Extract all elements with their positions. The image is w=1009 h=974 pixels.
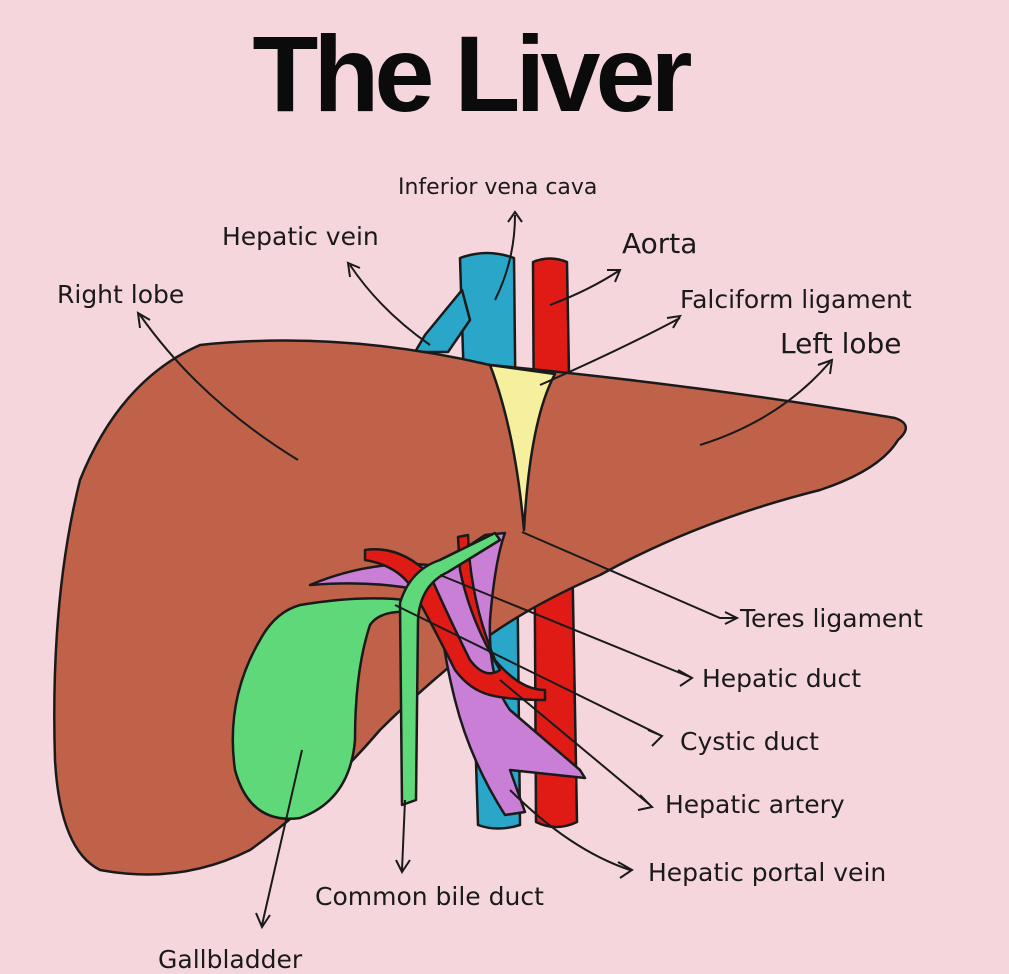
label-aorta: Aorta	[622, 227, 698, 260]
label-falciform-ligament: Falciform ligament	[680, 285, 912, 314]
label-hepatic-duct: Hepatic duct	[702, 664, 862, 693]
label-gallbladder: Gallbladder	[158, 945, 303, 974]
label-right-lobe: Right lobe	[57, 280, 185, 309]
label-cystic-duct: Cystic duct	[680, 727, 819, 756]
page-title: The Liver	[252, 13, 692, 134]
label-common-bile-duct: Common bile duct	[315, 882, 544, 911]
label-hepatic-portal-vein: Hepatic portal vein	[648, 858, 887, 887]
label-teres-ligament: Teres ligament	[740, 604, 923, 633]
label-hepatic-artery: Hepatic artery	[665, 790, 845, 819]
leader-lines	[136, 210, 834, 930]
label-inferior-vena-cava: Inferior vena cava	[398, 175, 598, 200]
label-hepatic-vein: Hepatic vein	[222, 222, 379, 251]
falciform-ligament	[488, 363, 557, 532]
label-left-lobe: Left lobe	[780, 327, 902, 360]
hepatic-artery	[363, 533, 547, 702]
